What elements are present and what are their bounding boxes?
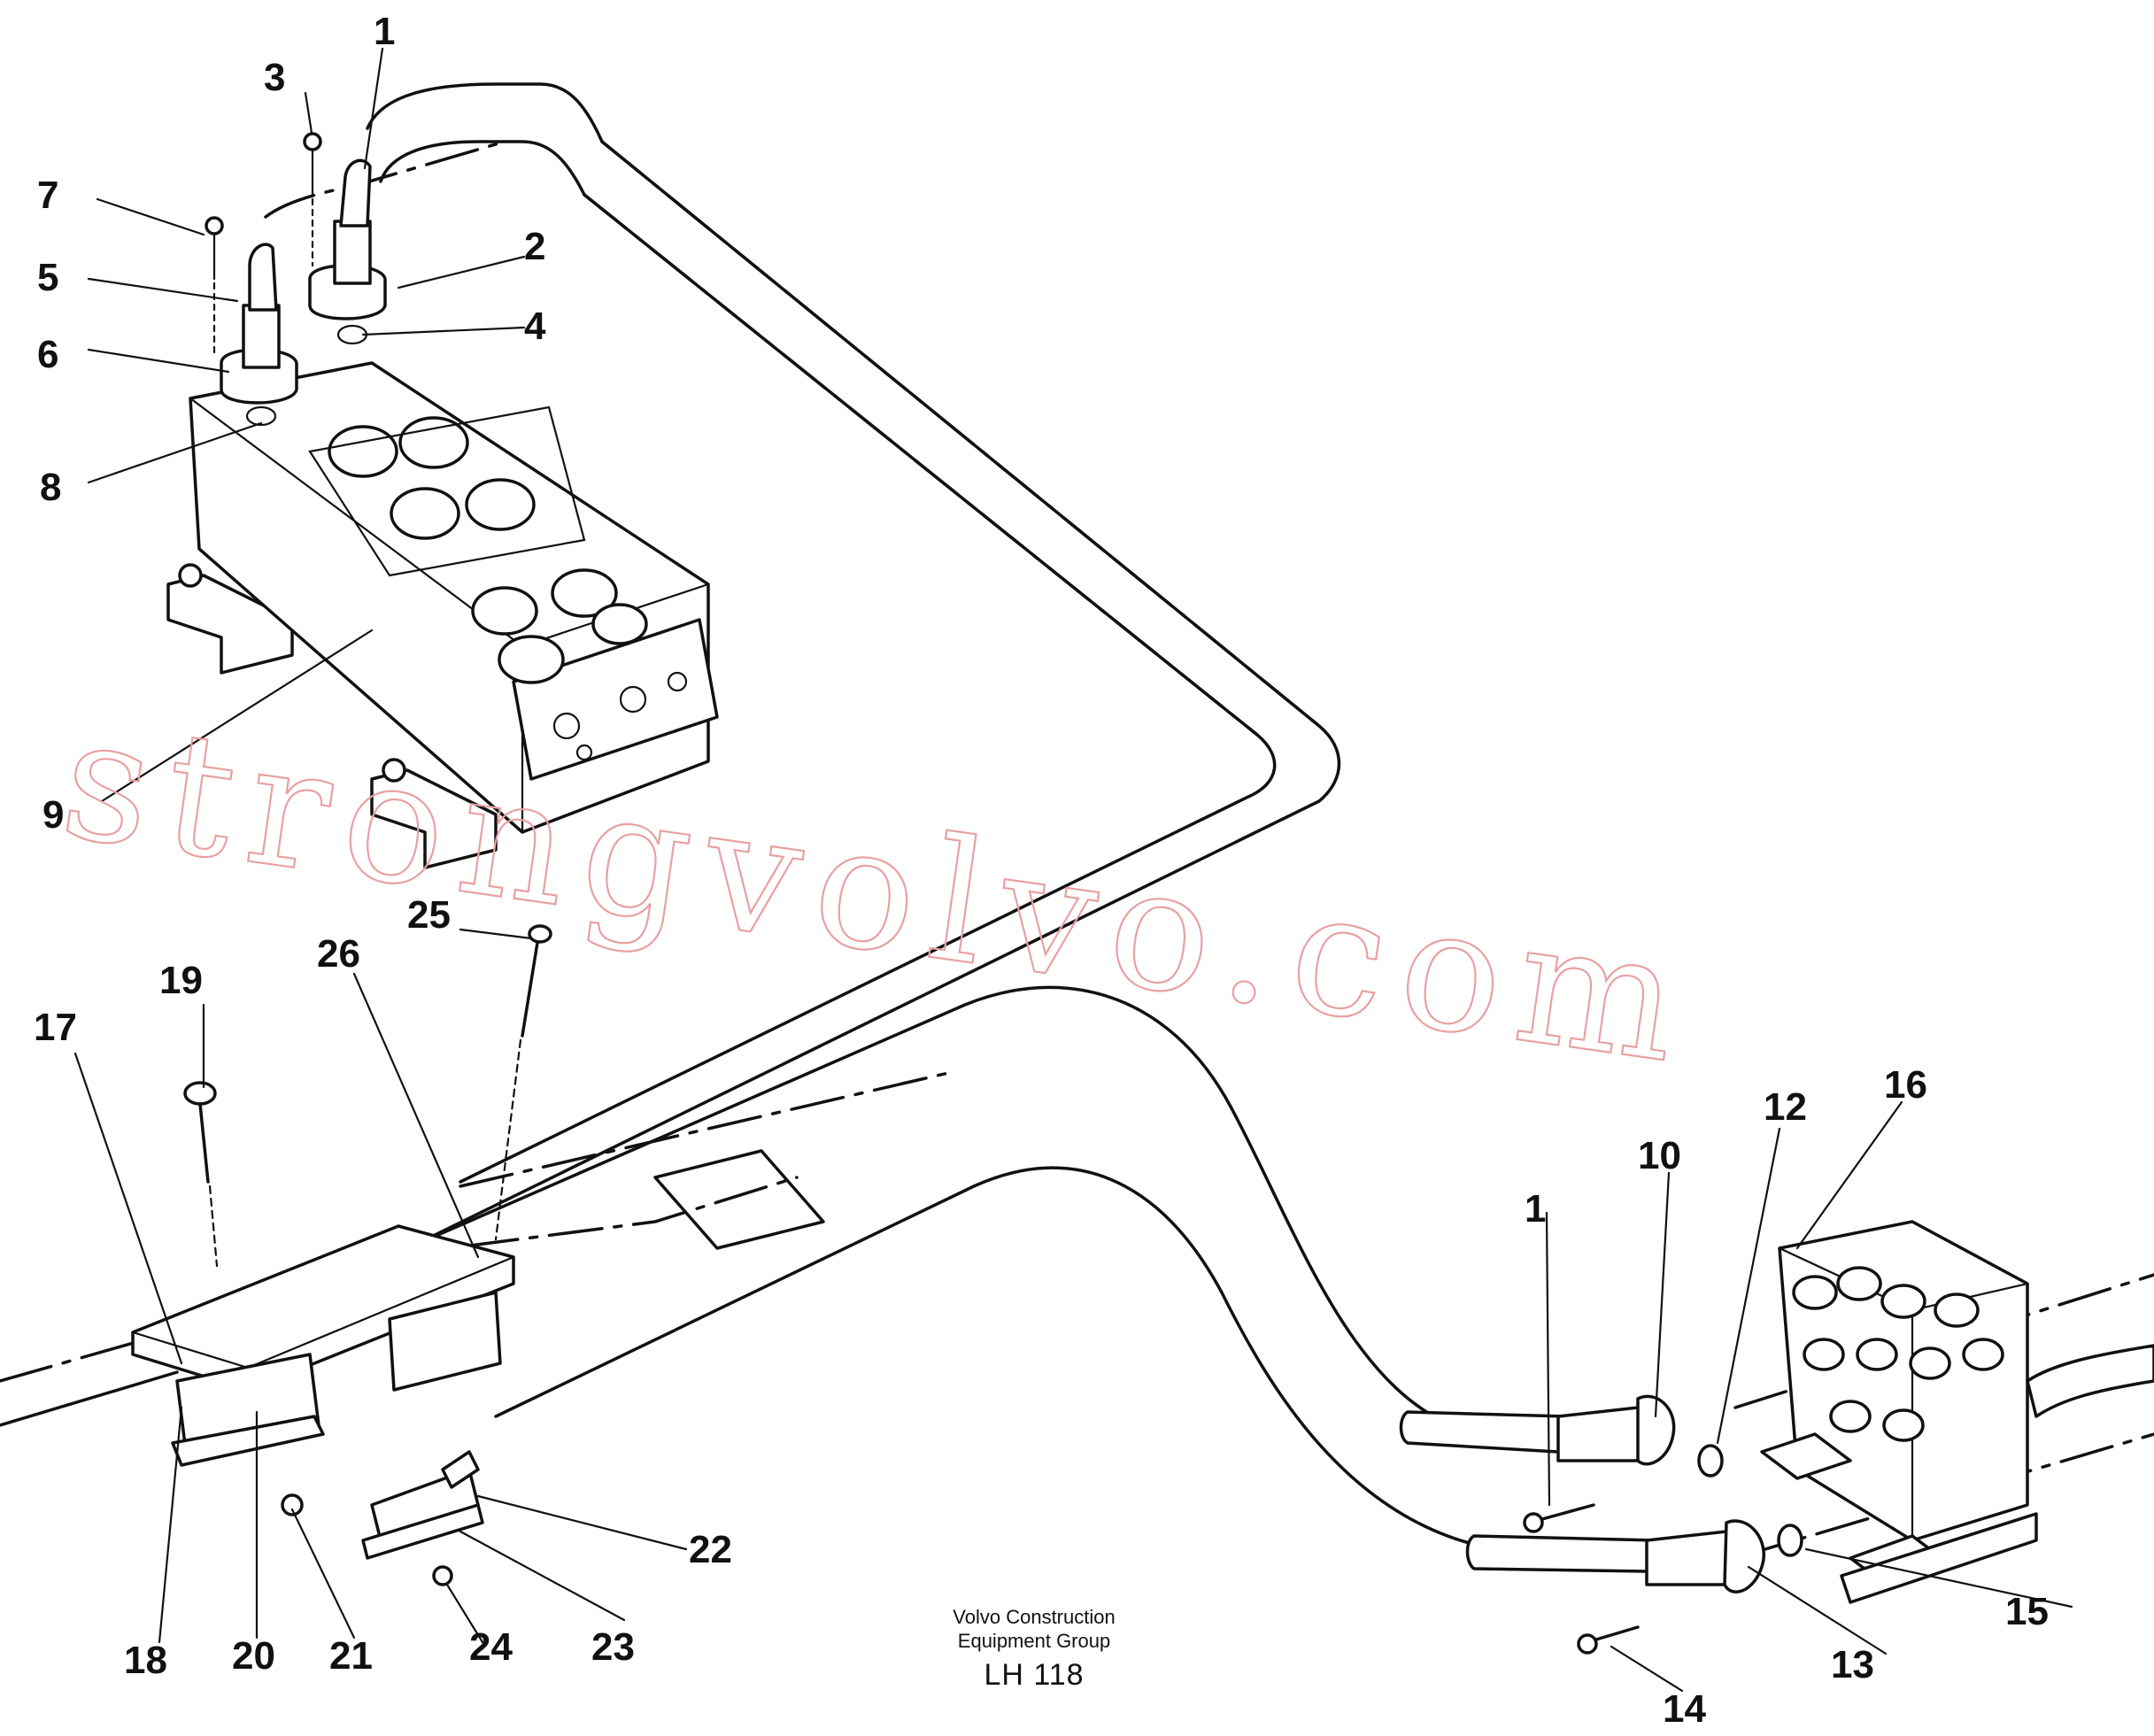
callout-numbers: 1 2 3 4 5 6 7 8 9 1 10 12 13 14 15 16 17… — [34, 10, 2049, 1731]
lower-spool-sections — [1792, 1266, 2004, 1442]
lower-support-foot-a — [1760, 1432, 1852, 1480]
hose-outer-loop — [290, 82, 1341, 1312]
hose-fitting-13 — [1465, 1519, 1765, 1593]
bolt-3 — [303, 132, 322, 267]
callout-19: 19 — [159, 959, 203, 1002]
valve-spool-sections — [308, 405, 648, 684]
footer-company-line1: Volvo Construction — [953, 1606, 1115, 1628]
upper-valve-block — [166, 361, 719, 869]
callout-5: 5 — [37, 256, 58, 299]
hose-lower-chain-a — [459, 1069, 958, 1188]
callout-7: 7 — [37, 174, 58, 217]
callout-15: 15 — [2005, 1590, 2049, 1633]
upper-support-bracket-right — [370, 768, 498, 869]
callout-1-lower: 1 — [1525, 1187, 1546, 1231]
lower-rail — [1840, 1512, 2038, 1604]
frame-rail-a — [653, 1149, 825, 1250]
callout-8: 8 — [40, 466, 61, 509]
callout-20: 20 — [232, 1634, 275, 1678]
pilot-valve-right — [308, 158, 387, 345]
o-ring-12-icon — [1697, 1444, 1724, 1478]
o-ring-15-icon — [1777, 1524, 1803, 1557]
nut-21-icon — [281, 1493, 304, 1516]
callout-6: 6 — [37, 333, 58, 376]
lower-mounting-bracket — [131, 924, 552, 1586]
callout-1: 1 — [374, 10, 395, 53]
upper-support-bracket-left — [166, 574, 294, 675]
callout-13: 13 — [1831, 1643, 1874, 1686]
watermark-text: strongvolvo.com — [51, 680, 1705, 1102]
callout-21: 21 — [329, 1634, 373, 1678]
clamp-block-mid — [388, 1291, 502, 1392]
callout-25: 25 — [407, 893, 451, 937]
hose-inner-chain — [583, 193, 1259, 737]
lower-valve-block — [1760, 1220, 2154, 1604]
bolt-1-lower — [1523, 1503, 1595, 1533]
hose-fitting-10 — [1399, 1394, 1676, 1466]
hose-outer-chain — [600, 140, 1321, 728]
bolt-25 — [494, 924, 552, 1241]
callout-23: 23 — [591, 1625, 635, 1669]
leader-lines — [73, 47, 2073, 1693]
callout-17: 17 — [34, 1006, 77, 1049]
callout-16: 16 — [1884, 1063, 1927, 1107]
bolt-7 — [205, 216, 224, 356]
lower-valve-body — [1778, 1220, 2029, 1542]
callout-26: 26 — [317, 932, 360, 976]
callout-12: 12 — [1764, 1085, 1807, 1129]
nut-24-icon — [432, 1565, 453, 1586]
callout-14: 14 — [1663, 1687, 1706, 1731]
mounting-plate — [131, 1224, 515, 1392]
frame-rail-b — [0, 1370, 179, 1427]
footer-drawing-code: LH 118 — [984, 1658, 1084, 1692]
centre-line-left — [0, 1326, 188, 1383]
callout-24: 24 — [469, 1625, 513, 1669]
footer-block: Volvo Construction Equipment Group LH 11… — [953, 1606, 1115, 1692]
callout-4: 4 — [524, 305, 546, 348]
hose-lower-run-b — [494, 1166, 1498, 1551]
bolt-19 — [183, 1081, 219, 1268]
hose-inner-loop — [379, 140, 1277, 1184]
bracket-bolt-icon — [382, 758, 406, 783]
right-hose-end — [2026, 1344, 2154, 1418]
footer-company-line2: Equipment Group — [958, 1630, 1110, 1652]
pilot-valve-left — [220, 243, 298, 427]
callout-10: 10 — [1638, 1134, 1681, 1177]
callout-22: 22 — [689, 1528, 732, 1571]
clamp-base-left — [171, 1415, 325, 1467]
callout-2: 2 — [524, 225, 545, 268]
clamp-base-right — [361, 1503, 484, 1560]
hose-top-chain — [264, 140, 506, 219]
bolt-14 — [1577, 1625, 1640, 1655]
callout-18: 18 — [124, 1639, 167, 1682]
hose-lower-run-a — [264, 985, 1454, 1427]
callout-3: 3 — [264, 56, 285, 99]
bracket-bolt-icon — [178, 563, 203, 588]
callout-9: 9 — [42, 793, 64, 837]
